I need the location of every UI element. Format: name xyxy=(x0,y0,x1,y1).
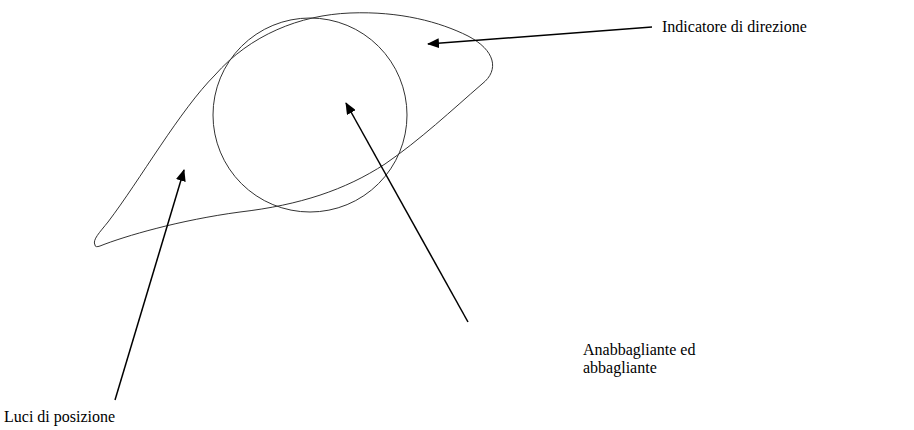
part-label: Indicatore di direzione xyxy=(662,18,902,36)
leader-arrow xyxy=(428,27,652,44)
headlight-outline xyxy=(94,13,492,247)
lamp-circle xyxy=(213,18,407,212)
part-label: Luci di posizione xyxy=(4,408,204,426)
leader-arrow xyxy=(346,103,468,322)
part-label: Anabbagliante ed abbagliante xyxy=(583,341,705,377)
leader-arrow xyxy=(115,170,184,400)
